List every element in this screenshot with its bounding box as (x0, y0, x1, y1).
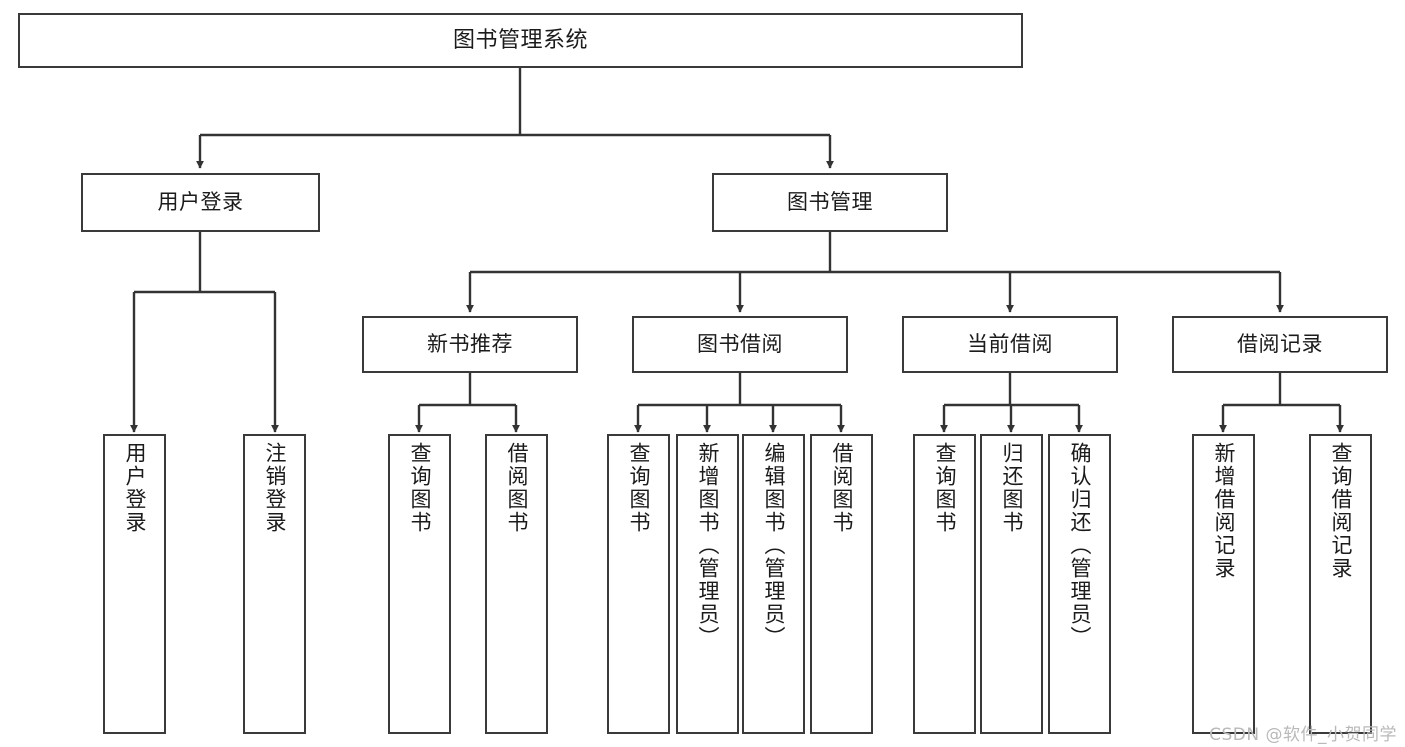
leaf-record-query-record[interactable]: 查询借阅记录 (1309, 434, 1372, 734)
node-book-borrow[interactable]: 图书借阅 (632, 316, 848, 373)
leaf-current-return-book[interactable]: 归还图书 (980, 434, 1043, 734)
node-user-login[interactable]: 用户登录 (81, 173, 320, 232)
node-new-book-recommend[interactable]: 新书推荐 (362, 316, 578, 373)
node-label: 图书借阅 (697, 332, 783, 357)
csdn-watermark: CSDN @软件_小贺同学 (1209, 725, 1397, 745)
leaf-record-add-record[interactable]: 新增借阅记录 (1192, 434, 1255, 734)
node-label: 查询图书 (627, 442, 651, 534)
node-borrow-record[interactable]: 借阅记录 (1172, 316, 1388, 373)
leaf-current-query-book[interactable]: 查询图书 (913, 434, 976, 734)
leaf-user-login-signout[interactable]: 注销登录 (243, 434, 306, 734)
node-root-system[interactable]: 图书管理系统 (18, 13, 1023, 68)
node-label: 新增图书（管理员） (696, 442, 720, 649)
leaf-borrow-edit-book-admin[interactable]: 编辑图书（管理员） (742, 434, 805, 734)
node-label: 查询借阅记录 (1329, 442, 1353, 580)
leaf-borrow-query-book[interactable]: 查询图书 (607, 434, 670, 734)
node-label: 用户登录 (157, 190, 244, 215)
node-label: 用户登录 (123, 442, 147, 534)
node-label: 新书推荐 (427, 332, 513, 357)
node-label: 编辑图书（管理员） (762, 442, 786, 649)
node-label: 新增借阅记录 (1212, 442, 1236, 580)
node-label: 归还图书 (1000, 442, 1024, 534)
leaf-borrow-add-book-admin[interactable]: 新增图书（管理员） (676, 434, 739, 734)
node-label: 借阅记录 (1237, 332, 1323, 357)
leaf-user-login-signin[interactable]: 用户登录 (103, 434, 166, 734)
leaf-current-confirm-return-admin[interactable]: 确认归还（管理员） (1048, 434, 1111, 734)
leaf-recommend-borrow-book[interactable]: 借阅图书 (485, 434, 548, 734)
node-label: 借阅图书 (505, 442, 529, 534)
node-label: 查询图书 (933, 442, 957, 534)
node-current-borrow[interactable]: 当前借阅 (902, 316, 1118, 373)
node-label: 查询图书 (408, 442, 432, 534)
leaf-recommend-query-book[interactable]: 查询图书 (388, 434, 451, 734)
leaf-borrow-borrow-book[interactable]: 借阅图书 (810, 434, 873, 734)
node-label: 当前借阅 (967, 332, 1053, 357)
node-label: 借阅图书 (830, 442, 854, 534)
node-label: 图书管理系统 (452, 27, 588, 53)
node-label: 注销登录 (263, 442, 287, 534)
node-label: 图书管理 (787, 190, 873, 215)
node-book-management[interactable]: 图书管理 (712, 173, 948, 232)
node-label: 确认归还（管理员） (1068, 442, 1092, 649)
